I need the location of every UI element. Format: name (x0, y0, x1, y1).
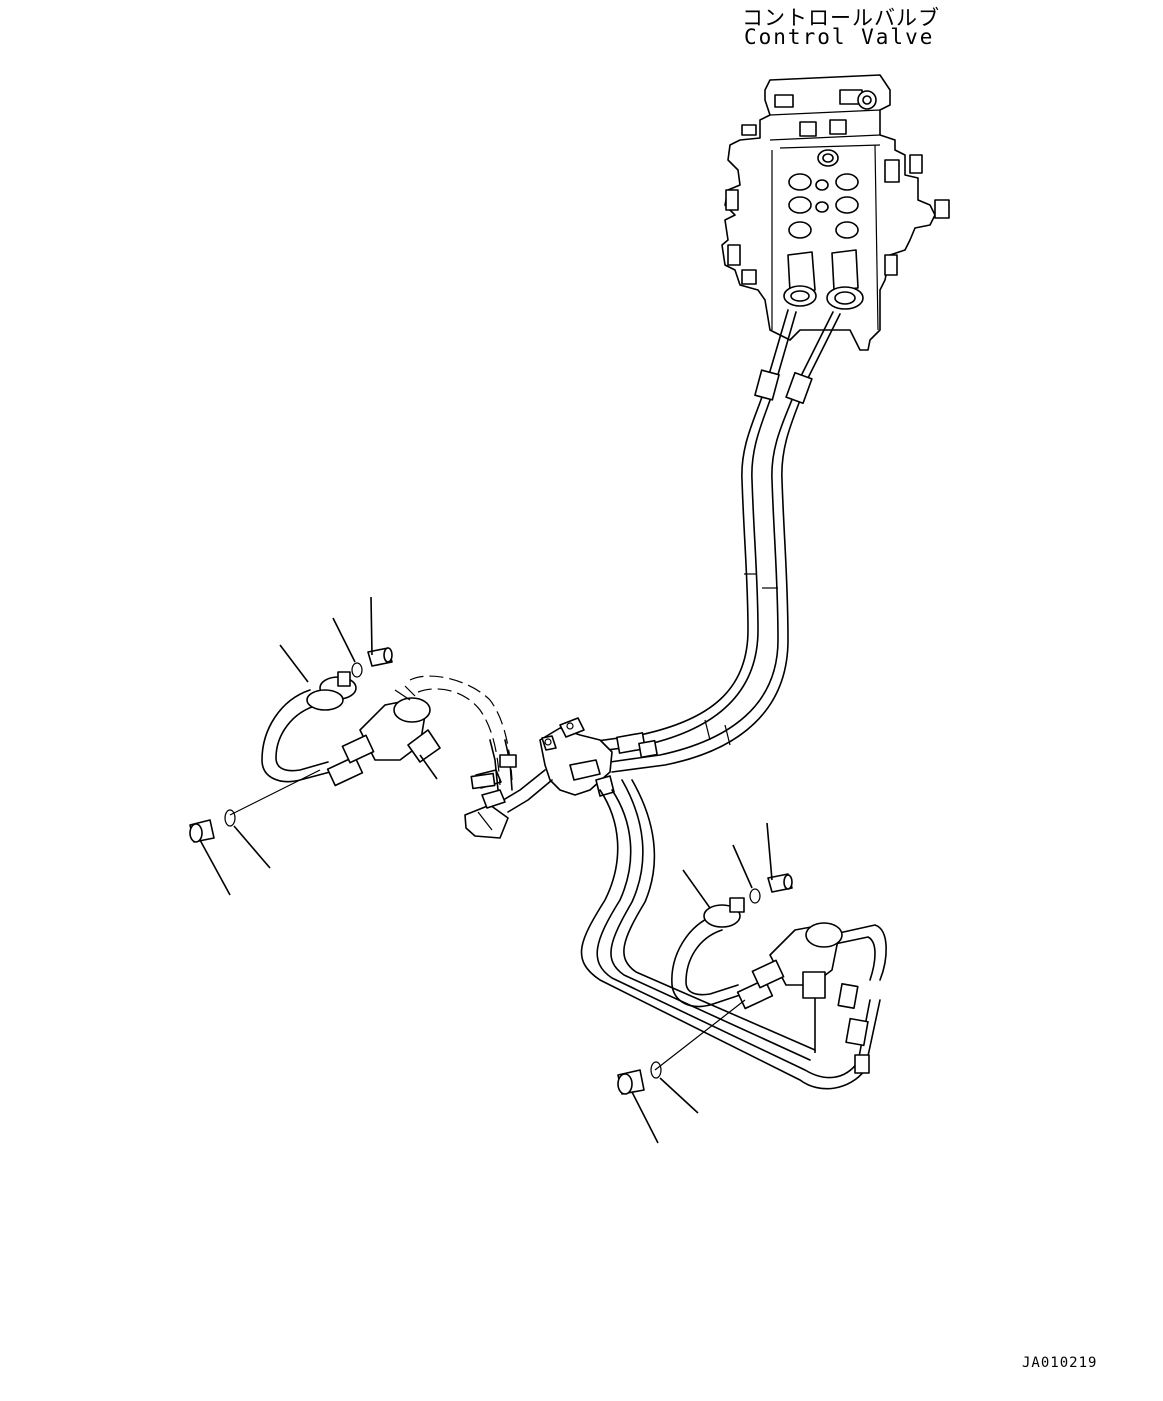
control-valve-label-jp: コントロールバルブ (742, 6, 940, 30)
right-hose-assembly (580, 779, 887, 1095)
drawing-code: JA010219 (1022, 1355, 1098, 1371)
leader-lines (199, 596, 816, 1144)
control-valve (721, 74, 950, 351)
left-hose-assembly (189, 647, 517, 843)
main-hose-pair (589, 309, 841, 773)
control-valve-label-en: Control Valve (744, 25, 935, 49)
